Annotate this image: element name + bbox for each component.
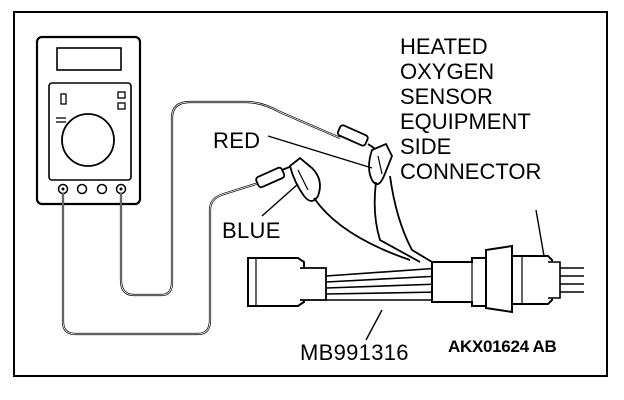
blue-probe-label: BLUE [222, 218, 281, 243]
harness-tool-label: MB991316 [300, 340, 409, 365]
connector-pointer [535, 209, 545, 257]
sensor-line: SENSOR [400, 84, 493, 109]
connector-icon [247, 244, 584, 314]
sensor-line: CONNECTOR [400, 159, 542, 184]
sensor-label: HEATED OXYGEN SENSOR EQUIPMENT SIDE CONN… [400, 34, 541, 184]
red-pointer [267, 135, 373, 169]
sensor-line: HEATED [400, 34, 488, 59]
red-probe-label: RED [213, 128, 261, 153]
blue-pointer [261, 183, 299, 217]
sensor-line: OXYGEN [400, 59, 495, 84]
probe-clip-icon [336, 124, 393, 186]
probe-clip-icon [255, 156, 321, 202]
harness-pointer [365, 309, 383, 341]
border [13, 11, 608, 377]
sensor-line: EQUIPMENT [400, 109, 531, 134]
figure-code: AKX01624 AB [448, 337, 557, 356]
multimeter-icon [35, 35, 142, 206]
sensor-line: SIDE [400, 134, 452, 159]
